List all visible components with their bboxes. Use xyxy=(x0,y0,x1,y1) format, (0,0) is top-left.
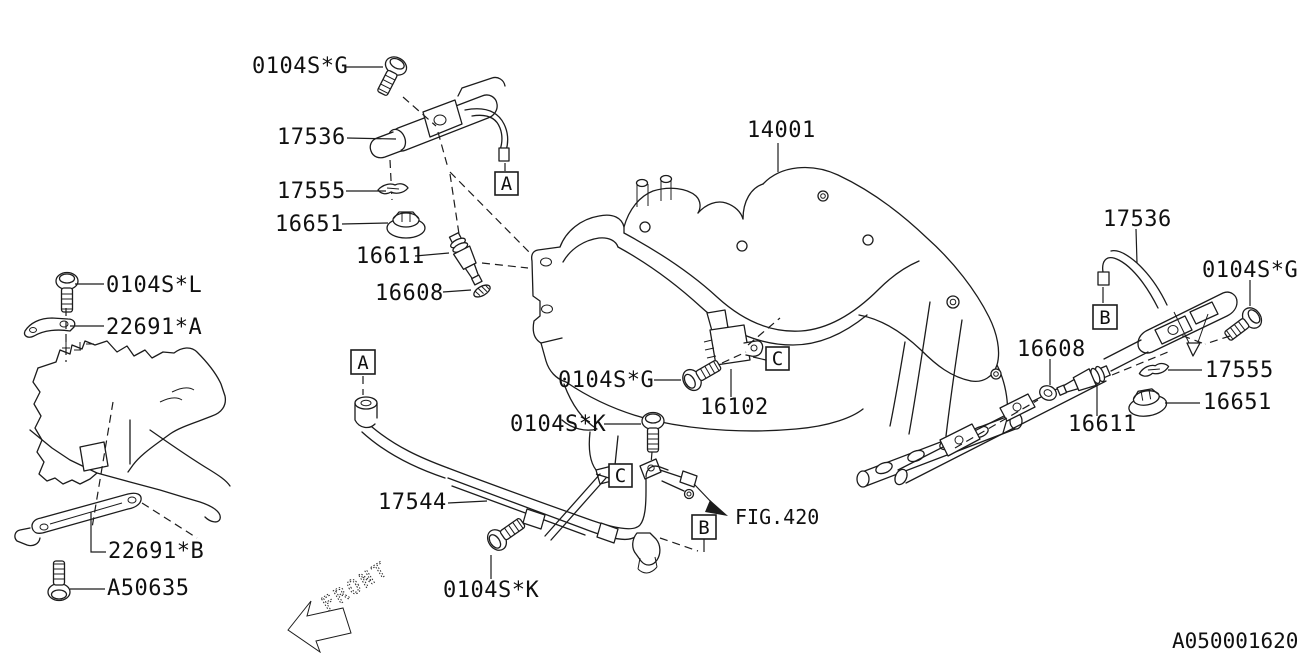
part-label-16611-left: 16611 xyxy=(356,244,425,269)
callout-letter-c: C xyxy=(772,348,783,370)
assembly-line-right-bolt xyxy=(1177,333,1231,345)
assembly-line-left-rail xyxy=(389,159,529,269)
bracket-22691a xyxy=(23,317,76,338)
part-label-0104sk-bottom: 0104S*K xyxy=(443,578,539,603)
callout-letter-b: B xyxy=(698,517,709,539)
callout-box-c-mid: C xyxy=(595,463,633,488)
part-label-17544: 17544 xyxy=(378,490,447,515)
assembly-line-b xyxy=(659,537,699,552)
fig-reference: FIG.420 xyxy=(735,505,819,529)
callout-letter-a: A xyxy=(357,352,369,374)
part-label-0104sg-center: 0104S*G xyxy=(558,368,654,393)
fuel-pipe-assembly-left xyxy=(369,76,510,171)
part-label-0104sg-topleft: 0104S*G xyxy=(252,54,348,79)
part-label-22691b: 22691*B xyxy=(108,539,204,564)
bolt-0104sl xyxy=(55,271,79,313)
engine-block-outline xyxy=(29,340,231,523)
part-label-14001: 14001 xyxy=(747,118,816,143)
front-label: FRONT xyxy=(317,556,394,616)
callout-letter-a: A xyxy=(501,173,513,195)
assembly-line-22691b xyxy=(91,401,114,529)
fuel-pipe-assembly-right xyxy=(894,250,1238,486)
callout-letter-c: C xyxy=(615,465,626,487)
callout-box-b-mid: B xyxy=(691,514,717,552)
part-label-16651-left: 16651 xyxy=(275,212,344,237)
leader-lines xyxy=(70,66,1251,590)
part-label-17555-right: 17555 xyxy=(1205,358,1274,383)
part-label-16651-right: 16651 xyxy=(1203,390,1272,415)
callout-box-b-right: B xyxy=(1092,304,1118,330)
part-label-a50635: A50635 xyxy=(107,576,189,601)
bolt-0104sg-topleft xyxy=(371,52,411,100)
assembly-line-topleft-bolt xyxy=(402,96,532,255)
fig420-arrow xyxy=(693,483,728,516)
cap-16651-left xyxy=(386,211,426,239)
part-label-22691a: 22691*A xyxy=(106,315,202,340)
front-direction-arrow: FRONT xyxy=(287,556,394,653)
assembly-line-0104sk-center xyxy=(650,451,653,465)
part-label-16611-right: 16611 xyxy=(1068,412,1137,437)
seal-16608-left xyxy=(473,284,491,298)
part-label-16608-right: 16608 xyxy=(1017,337,1086,362)
part-label-17555-left: 17555 xyxy=(277,179,346,204)
injector-16611-left xyxy=(445,230,488,288)
clip-17555-right xyxy=(1137,361,1171,378)
part-label-17536-left: 17536 xyxy=(277,125,346,150)
part-label-0104sk-center: 0104S*K xyxy=(510,412,606,437)
part-label-0104sl: 0104S*L xyxy=(106,273,202,298)
pipe-assembly-17544 xyxy=(354,396,698,574)
part-label-17536-right: 17536 xyxy=(1103,207,1172,232)
callout-letter-b: B xyxy=(1099,307,1110,329)
assembly-line-22691b2 xyxy=(141,502,198,539)
assembly-line-16102 xyxy=(721,317,781,364)
injector-16611-right xyxy=(1054,361,1113,401)
part-label-0104sg-right: 0104S*G xyxy=(1202,258,1298,283)
callout-box-a-mid: A xyxy=(350,349,376,395)
bracket-22691b xyxy=(14,492,142,547)
bolt-0104sk-center xyxy=(641,411,665,453)
bolt-0104sk-bottom xyxy=(483,512,530,555)
doc-number: A050001620 xyxy=(1172,629,1298,653)
callout-box-c-right: C xyxy=(752,346,790,371)
assembly-line-right-rail xyxy=(954,351,1169,449)
part-label-16102: 16102 xyxy=(700,395,769,420)
part-labels: 0104S*G 17536 17555 16651 16611 16608 14… xyxy=(106,54,1298,603)
part-label-16608-left: 16608 xyxy=(375,281,444,306)
seal-16608-right xyxy=(1039,385,1057,401)
clip-17555-left xyxy=(377,183,409,195)
callout-box-a-top: A xyxy=(494,171,519,196)
bolt-a50635 xyxy=(47,560,71,602)
